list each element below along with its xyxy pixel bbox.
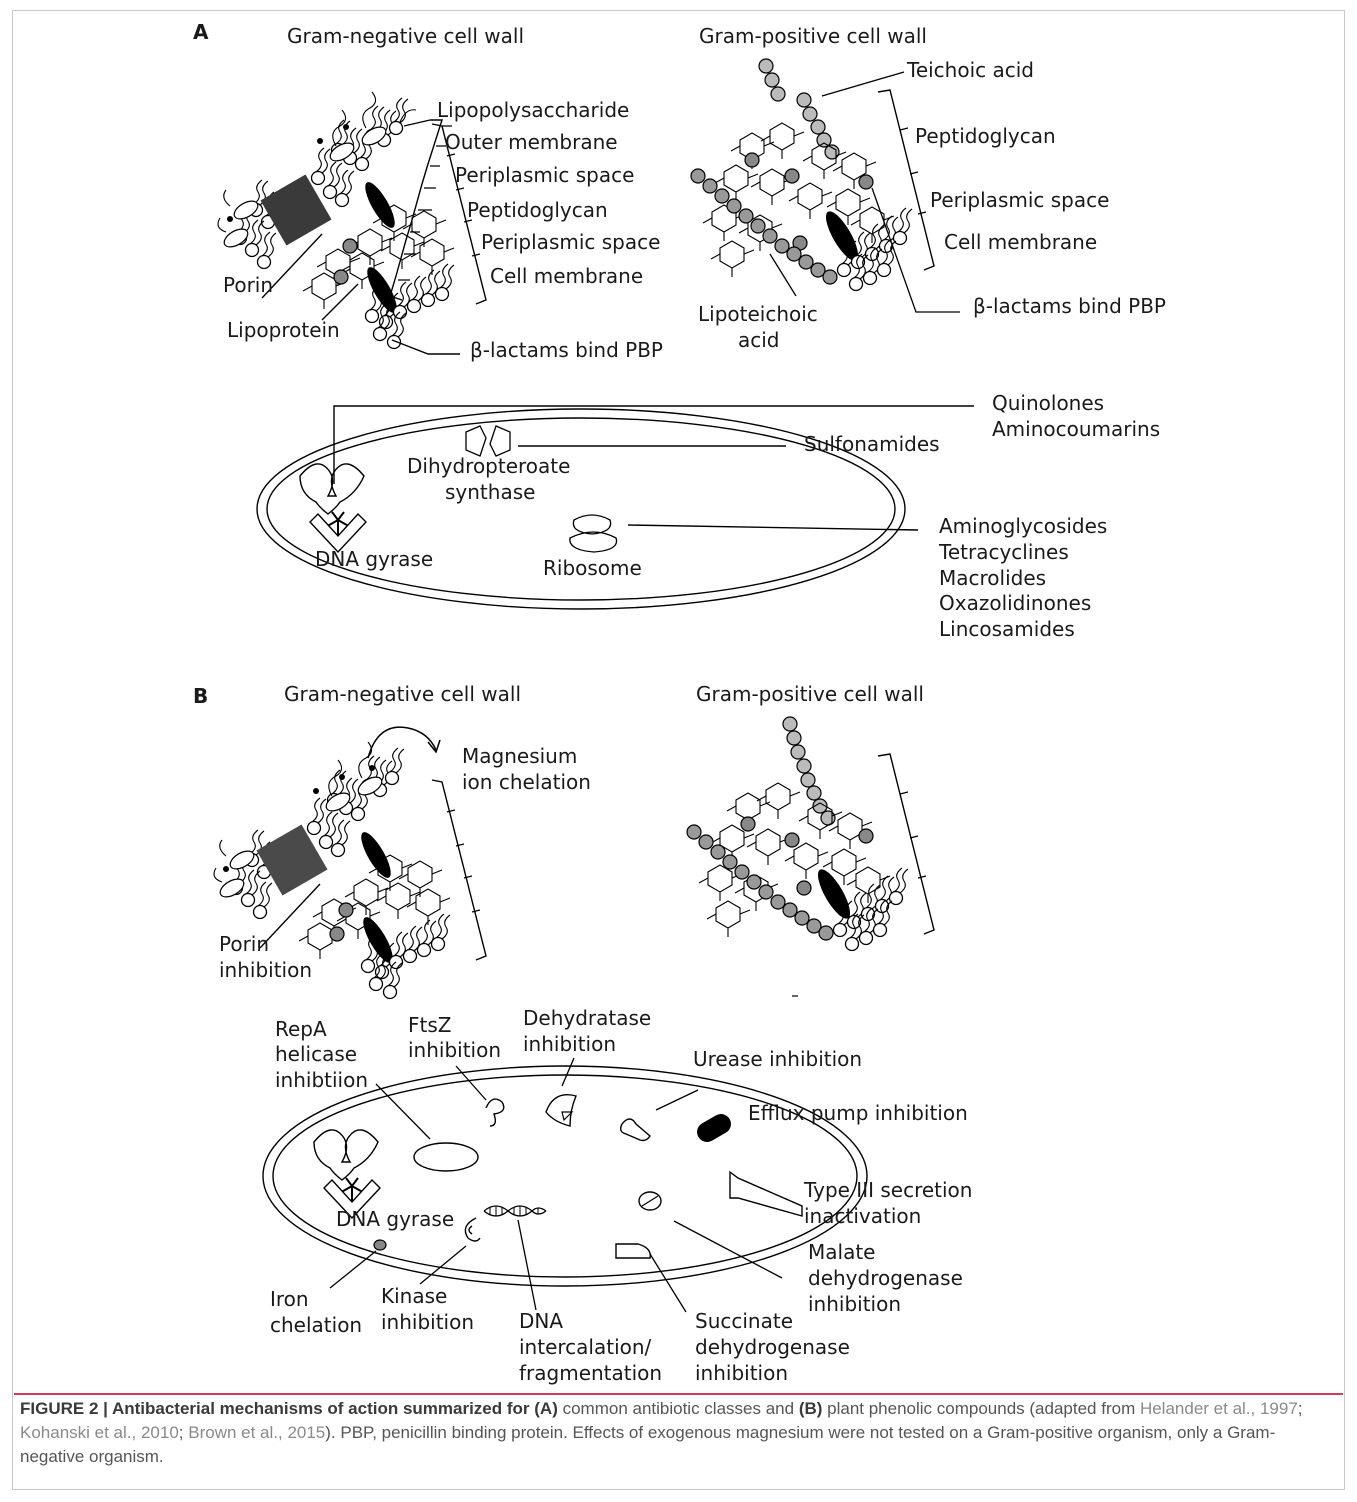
panel-b-gram-positive-title: Gram-positive cell wall xyxy=(696,682,924,706)
label-iron-chelation: chelation xyxy=(270,1313,362,1337)
label-dna: DNA xyxy=(519,1309,563,1333)
label-malate-inhibition: inhibition xyxy=(808,1292,901,1316)
label-porin-b: Porin xyxy=(219,932,269,956)
panel-a-gram-positive-title: Gram-positive cell wall xyxy=(699,24,927,48)
succinate-dh-shape xyxy=(616,1244,650,1258)
label-dna-gyrase-a: DNA gyrase xyxy=(315,547,433,571)
label-dihydropteroate: Dihydropteroate xyxy=(407,454,570,478)
iron-shape xyxy=(374,1240,386,1250)
gram-positive-wall-b xyxy=(687,717,934,996)
label-dehydratase: Dehydratase xyxy=(523,1006,651,1030)
label-teichoic-acid: Teichoic acid xyxy=(906,58,1034,82)
caption-ref-helander[interactable]: Helander et al., 1997 xyxy=(1140,1399,1298,1418)
label-dehydratase-inhibition: inhibition xyxy=(523,1032,616,1056)
label-synthase: synthase xyxy=(445,480,535,504)
label-positive-cell-membrane: Cell membrane xyxy=(944,230,1097,254)
gram-positive-wall-a xyxy=(691,59,960,312)
caption-part2: plant phenolic compounds (adapted from xyxy=(822,1399,1140,1418)
label-sulfonamides: Sulfonamides xyxy=(804,432,940,456)
label-succinate: Succinate xyxy=(695,1309,793,1333)
panel-b-gram-negative-title: Gram-negative cell wall xyxy=(284,682,521,706)
panel-a-label: A xyxy=(193,20,209,44)
type-iii-secretion-shape xyxy=(730,1172,802,1216)
label-aminocoumarins: Aminocoumarins xyxy=(992,417,1160,441)
caption-sep2: ; xyxy=(179,1423,188,1442)
label-succinate-inhibition: inhibition xyxy=(695,1361,788,1385)
label-ftsz-inhibition: inhibition xyxy=(408,1038,501,1062)
label-beta-lactams-neg: β-lactams bind PBP xyxy=(470,338,663,362)
urease-shape xyxy=(621,1119,650,1141)
caption-sep1: ; xyxy=(1298,1399,1303,1418)
label-malate: Malate xyxy=(808,1240,875,1264)
bacterial-cell-b xyxy=(263,1058,867,1312)
panel-a-gram-negative-title: Gram-negative cell wall xyxy=(287,24,524,48)
caption-lead: FIGURE 2 | Antibacterial mechanisms of a… xyxy=(20,1399,558,1418)
label-positive-peptidoglycan: Peptidoglycan xyxy=(915,124,1056,148)
caption-part1: common antibiotic classes and xyxy=(558,1399,799,1418)
panel-b-label: B xyxy=(193,684,208,708)
label-kinase-inhibition: inhibition xyxy=(381,1310,474,1334)
caption-ref-kohanski[interactable]: Kohanski et al., 2010 xyxy=(20,1423,179,1442)
label-tetracyclines: Tetracyclines xyxy=(938,540,1069,564)
label-aminoglycosides: Aminoglycosides xyxy=(939,514,1107,538)
label-urease-inhibition: Urease inhibition xyxy=(693,1047,862,1071)
label-efflux-pump-inhibition: Efflux pump inhibition xyxy=(748,1101,968,1125)
label-succinate-dehydrogenase: dehydrogenase xyxy=(695,1335,850,1359)
dhps-shape xyxy=(466,426,510,456)
label-porin: Porin xyxy=(223,273,273,297)
ribosome-shape xyxy=(570,515,617,552)
label-ribosome: Ribosome xyxy=(543,556,642,580)
label-macrolides: Macrolides xyxy=(939,566,1046,590)
caption-ref-brown[interactable]: Brown et al., 2015 xyxy=(188,1423,325,1442)
label-quinolones: Quinolones xyxy=(992,391,1104,415)
label-type-iii-secretion: Type III secretion xyxy=(803,1178,972,1202)
label-dna-fragmentation: fragmentation xyxy=(519,1361,662,1385)
label-dna-intercalation: intercalation/ xyxy=(519,1335,652,1359)
label-periplasmic-space-1: Periplasmic space xyxy=(455,163,634,187)
label-periplasmic-space-2: Periplasmic space xyxy=(481,230,660,254)
label-beta-lactams-pos: β-lactams bind PBP xyxy=(973,294,1166,318)
label-lipoprotein: Lipoprotein xyxy=(227,318,340,342)
label-repa: RepA xyxy=(275,1017,327,1041)
label-porin-inhibition: inhibition xyxy=(219,958,312,982)
ftsz-shape xyxy=(486,1099,504,1126)
label-lipoteichoic-acid: acid xyxy=(738,328,780,352)
label-repa-inhibition: inhibtiion xyxy=(275,1068,368,1092)
label-ftsz: FtsZ xyxy=(408,1013,451,1037)
label-lipopolysaccharide: Lipopolysaccharide xyxy=(437,98,629,122)
efflux-pump-shape xyxy=(693,1110,734,1145)
label-dna-gyrase-b: DNA gyrase xyxy=(336,1207,454,1231)
label-type-iii-inactivation: inactivation xyxy=(804,1204,921,1228)
caption-rule xyxy=(14,1393,1343,1395)
label-kinase: Kinase xyxy=(381,1284,447,1308)
label-malate-dehydrogenase: dehydrogenase xyxy=(808,1266,963,1290)
dna-gyrase-shape-b xyxy=(314,1130,380,1218)
label-iron: Iron xyxy=(270,1287,309,1311)
figure-caption: FIGURE 2 | Antibacterial mechanisms of a… xyxy=(20,1397,1335,1469)
repa-helicase-shape xyxy=(414,1143,478,1171)
label-outer-membrane: Outer membrane xyxy=(445,130,618,154)
caption-bold-b: (B) xyxy=(799,1399,823,1418)
label-cell-membrane: Cell membrane xyxy=(490,264,643,288)
label-magnesium: Magnesium xyxy=(462,744,577,768)
label-lincosamides: Lincosamides xyxy=(939,617,1075,641)
label-helicase: helicase xyxy=(275,1042,357,1066)
label-ion-chelation: ion chelation xyxy=(462,770,591,794)
label-positive-periplasmic-space: Periplasmic space xyxy=(930,188,1109,212)
figure-diagram: A Gram-negative cell wall Gram-positive … xyxy=(0,0,1357,1395)
dehydratase-shape xyxy=(546,1095,576,1126)
label-oxazolidinones: Oxazolidinones xyxy=(939,591,1091,615)
label-lipoteichoic: Lipoteichoic xyxy=(698,302,818,326)
kinase-shape xyxy=(465,1218,480,1241)
label-peptidoglycan: Peptidoglycan xyxy=(467,198,608,222)
dna-shape xyxy=(484,1206,546,1216)
dna-gyrase-shape-a xyxy=(300,464,366,552)
